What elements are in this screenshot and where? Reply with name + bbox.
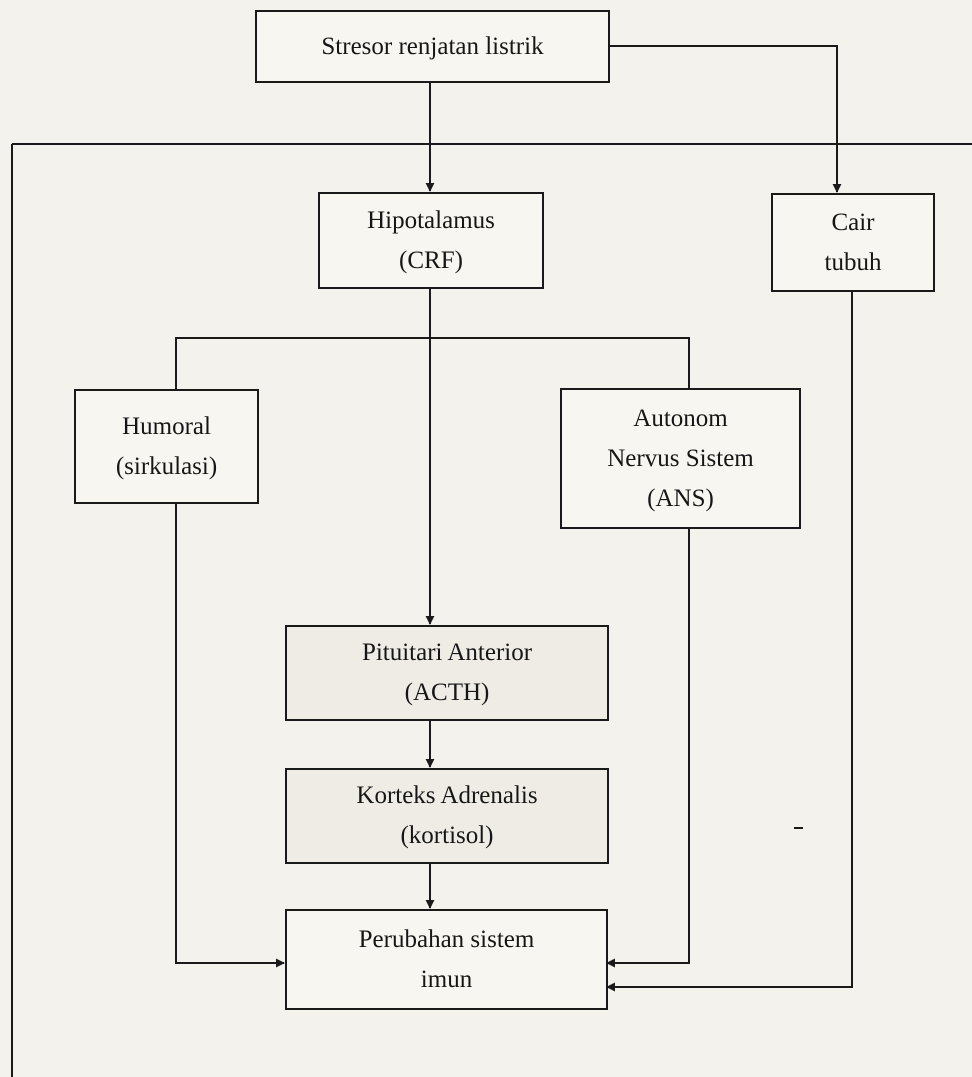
node-autonom-line-3: (ANS) [647,484,714,512]
node-stresor-line-1: Stresor renjatan listrik [321,32,544,60]
node-cair-tubuh: Cair tubuh [771,193,935,292]
node-korteks-line-1: Korteks Adrenalis [356,782,538,809]
node-pituitari-line-2: (ACTH) [404,679,490,706]
node-pituitari: Pituitari Anterior (ACTH) [285,625,609,721]
node-cair-line-2: tubuh [824,248,882,276]
edge-hipotalamus-branch [175,337,690,389]
outer-frame [11,143,972,1077]
node-perubahan: Perubahan sistem imun [285,909,608,1010]
node-pituitari-line-1: Pituitari Anterior [361,639,533,666]
node-korteks: Korteks Adrenalis (kortisol) [285,768,609,864]
edge-stresor-cair [609,45,842,193]
node-autonom: Autonom Nervus Sistem (ANS) [560,388,801,529]
edge-humoral-perubahan [175,504,285,968]
node-hipotalamus: Hipotalamus (CRF) [318,192,544,289]
node-stresor: Stresor renjatan listrik [255,10,610,83]
node-humoral: Humoral (sirkulasi) [74,389,259,504]
edge-cair-perubahan [606,292,853,992]
node-hipotalamus-line-2: (CRF) [399,246,463,274]
edge-autonom-perubahan [606,529,690,968]
node-autonom-line-2: Nervus Sistem [607,444,754,472]
node-humoral-line-1: Humoral [122,412,211,440]
node-humoral-line-2: (sirkulasi) [115,452,218,480]
node-cair-line-1: Cair [831,208,875,236]
node-autonom-line-1: Autonom [633,404,728,432]
stray-dash-mark [794,827,803,829]
node-hipotalamus-line-1: Hipotalamus [367,206,495,234]
connectors [175,45,853,992]
node-perubahan-line-2: imun [420,965,473,993]
node-korteks-line-2: (kortisol) [400,822,494,849]
node-perubahan-line-1: Perubahan sistem [358,925,535,953]
